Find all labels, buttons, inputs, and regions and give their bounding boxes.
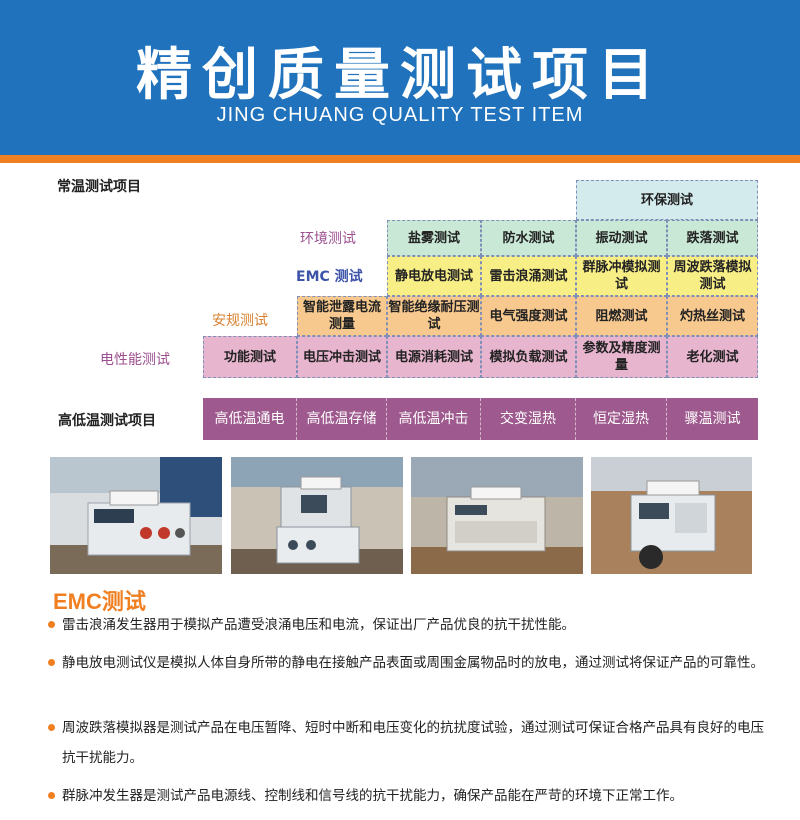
perf-item: 模拟负载测试: [481, 336, 576, 378]
perf-item: 电源消耗测试: [387, 336, 481, 378]
bullet-dot-icon: [48, 659, 55, 666]
safety-item: 灼热丝测试: [667, 296, 758, 336]
hl-item: 恒定湿热: [576, 398, 667, 440]
hl-item: 高低温冲击: [387, 398, 481, 440]
hl-item: 高低温存储: [297, 398, 387, 440]
safety-item: 电气强度测试: [481, 296, 576, 336]
esd-tester-photo: [231, 457, 403, 574]
eco-test-cell: 环保测试: [576, 180, 758, 220]
emc-item: 静电放电测试: [387, 256, 481, 296]
bullet-text: 群脉冲发生器是测试产品电源线、控制线和信号线的抗干扰能力，确保产品能在严苛的环境…: [62, 788, 683, 804]
env-item: 振动测试: [576, 220, 667, 256]
hl-item: 交变湿热: [481, 398, 576, 440]
safety-item: 智能泄露电流测量: [297, 296, 387, 336]
env-item: 防水测试: [481, 220, 576, 256]
emc-item: 雷击浪涌测试: [481, 256, 576, 296]
page-subtitle: JING CHUANG QUALITY TEST ITEM: [216, 104, 584, 126]
emc-item: 群脉冲模拟测试: [576, 256, 667, 296]
hl-item: 高低温通电: [203, 398, 297, 440]
equipment-photos: [50, 457, 752, 574]
perf-item: 电压冲击测试: [297, 336, 387, 378]
header-banner: 精创质量测试项目 JING CHUANG QUALITY TEST ITEM: [0, 0, 800, 155]
hl-item: 骤温测试: [667, 398, 758, 440]
env-item: 跌落测试: [667, 220, 758, 256]
emc-label: EMC 测试: [296, 269, 363, 285]
emc-section-title: EMC测试: [53, 589, 146, 614]
emc-bullet: 静电放电测试仪是模拟人体自身所带的静电在接触产品表面或周围金属物品时的放电，通过…: [48, 648, 768, 678]
hl-label: 高低温测试项目: [58, 413, 156, 429]
safety-label: 安规测试: [212, 313, 268, 329]
page-title: 精创质量测试项目: [136, 43, 664, 108]
env-label: 环境测试: [300, 231, 356, 247]
emc-bullet: 群脉冲发生器是测试产品电源线、控制线和信号线的抗干扰能力，确保产品能在严苛的环境…: [48, 781, 768, 811]
perf-item: 功能测试: [203, 336, 297, 378]
emc-bullet: 雷击浪涌发生器用于模拟产品遭受浪涌电压和电流，保证出厂产品优良的抗干扰性能。: [48, 610, 768, 640]
bullet-text: 雷击浪涌发生器用于模拟产品遭受浪涌电压和电流，保证出厂产品优良的抗干扰性能。: [62, 617, 575, 633]
room-temp-label: 常温测试项目: [57, 179, 141, 195]
header-accent-bar: [0, 155, 800, 163]
emc-bullet: 周波跌落模拟器是测试产品在电压暂降、短时中断和电压变化的抗扰度试验，通过测试可保…: [48, 713, 768, 773]
surge-generator-photo: [50, 457, 222, 574]
bullet-dot-icon: [48, 792, 55, 799]
bullet-text: 周波跌落模拟器是测试产品在电压暂降、短时中断和电压变化的抗扰度试验，通过测试可保…: [62, 720, 764, 766]
safety-item: 智能绝缘耐压测试: [387, 296, 481, 336]
bullet-text: 静电放电测试仪是模拟人体自身所带的静电在接触产品表面或周围金属物品时的放电，通过…: [62, 655, 764, 671]
perf-item: 参数及精度测量: [576, 336, 667, 378]
safety-item: 阻燃测试: [576, 296, 667, 336]
pulse-generator-photo: [411, 457, 583, 574]
perf-label: 电性能测试: [100, 352, 170, 368]
env-item: 盐雾测试: [387, 220, 481, 256]
bullet-dot-icon: [48, 724, 55, 731]
bullet-dot-icon: [48, 621, 55, 628]
emc-item: 周波跌落模拟测试: [667, 256, 758, 296]
perf-item: 老化测试: [667, 336, 758, 378]
cycle-drop-simulator-photo: [591, 457, 752, 574]
